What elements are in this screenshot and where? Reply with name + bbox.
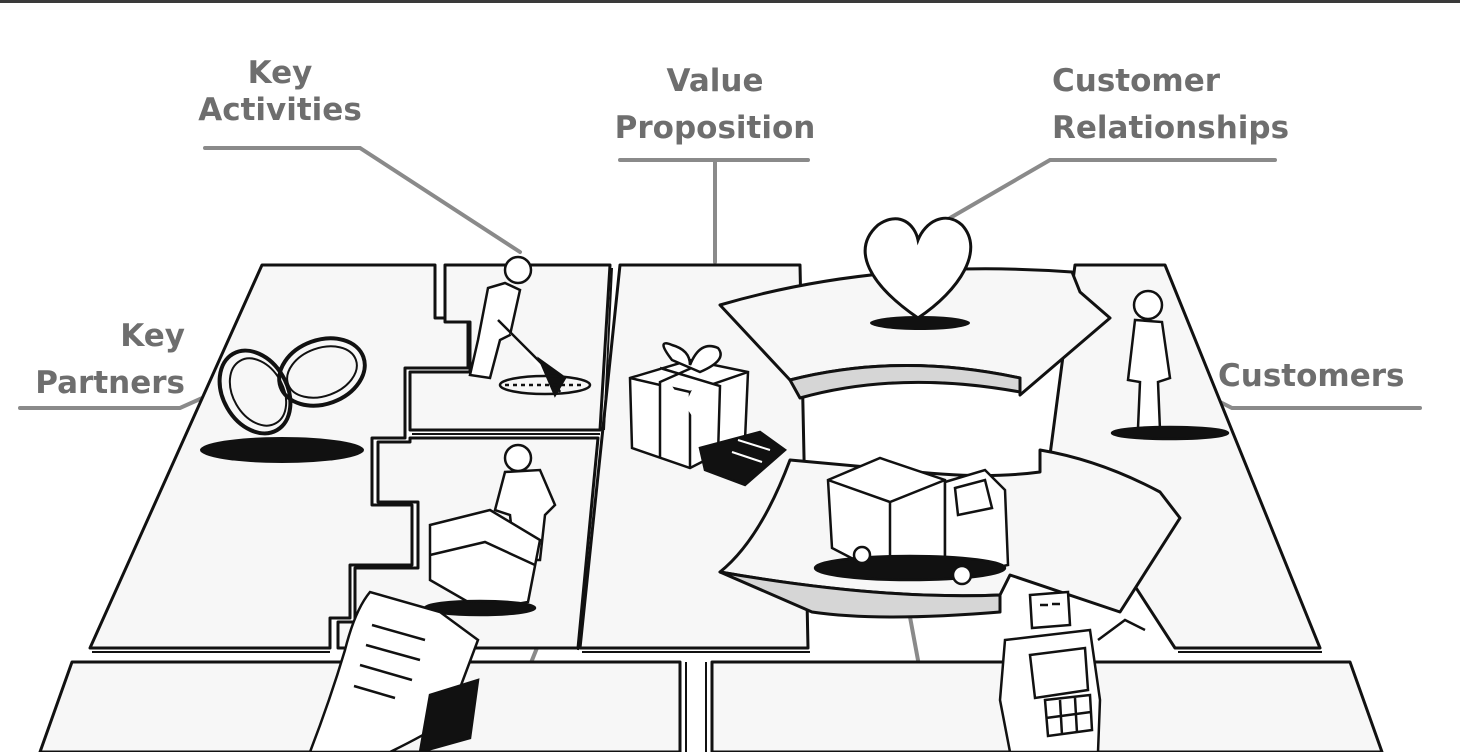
- gift-icon: [628, 342, 788, 487]
- value-proposition-label: Value Proposition: [600, 63, 830, 147]
- customer-person-icon: [1110, 289, 1230, 441]
- key-partners-label-line1: Key: [120, 318, 185, 354]
- key-activities-label: Key Activities: [190, 55, 370, 129]
- value-proposition-label-line2: Proposition: [614, 110, 816, 146]
- customer-relationships-leader-line: [948, 158, 1277, 220]
- cash-register-icon: [998, 590, 1146, 752]
- worker-digging-icon: [468, 255, 592, 398]
- key-partners-label: Key Partners: [10, 318, 185, 402]
- value-proposition-leader-line: [618, 158, 810, 264]
- rings-icon: [200, 336, 367, 463]
- key-activities-label-line2: Activities: [198, 92, 362, 128]
- top-border: [0, 0, 1460, 3]
- truck-icon: [813, 456, 1010, 586]
- customer-relationships-label: Customer Relationships: [1052, 63, 1312, 147]
- customer-relationships-label-line1: Customer: [1052, 63, 1221, 99]
- worker-machine-icon: [423, 443, 557, 617]
- heart-icon: [863, 216, 973, 330]
- value-proposition-label-line1: Value: [666, 63, 764, 99]
- contract-icon: [308, 590, 480, 752]
- key-activities-leader-line: [203, 146, 522, 254]
- customer-relationships-label-line2: Relationships: [1052, 110, 1290, 146]
- customers-label: Customers: [1218, 358, 1405, 394]
- key-partners-label-line2: Partners: [35, 365, 185, 401]
- key-activities-label-line1: Key: [247, 55, 313, 91]
